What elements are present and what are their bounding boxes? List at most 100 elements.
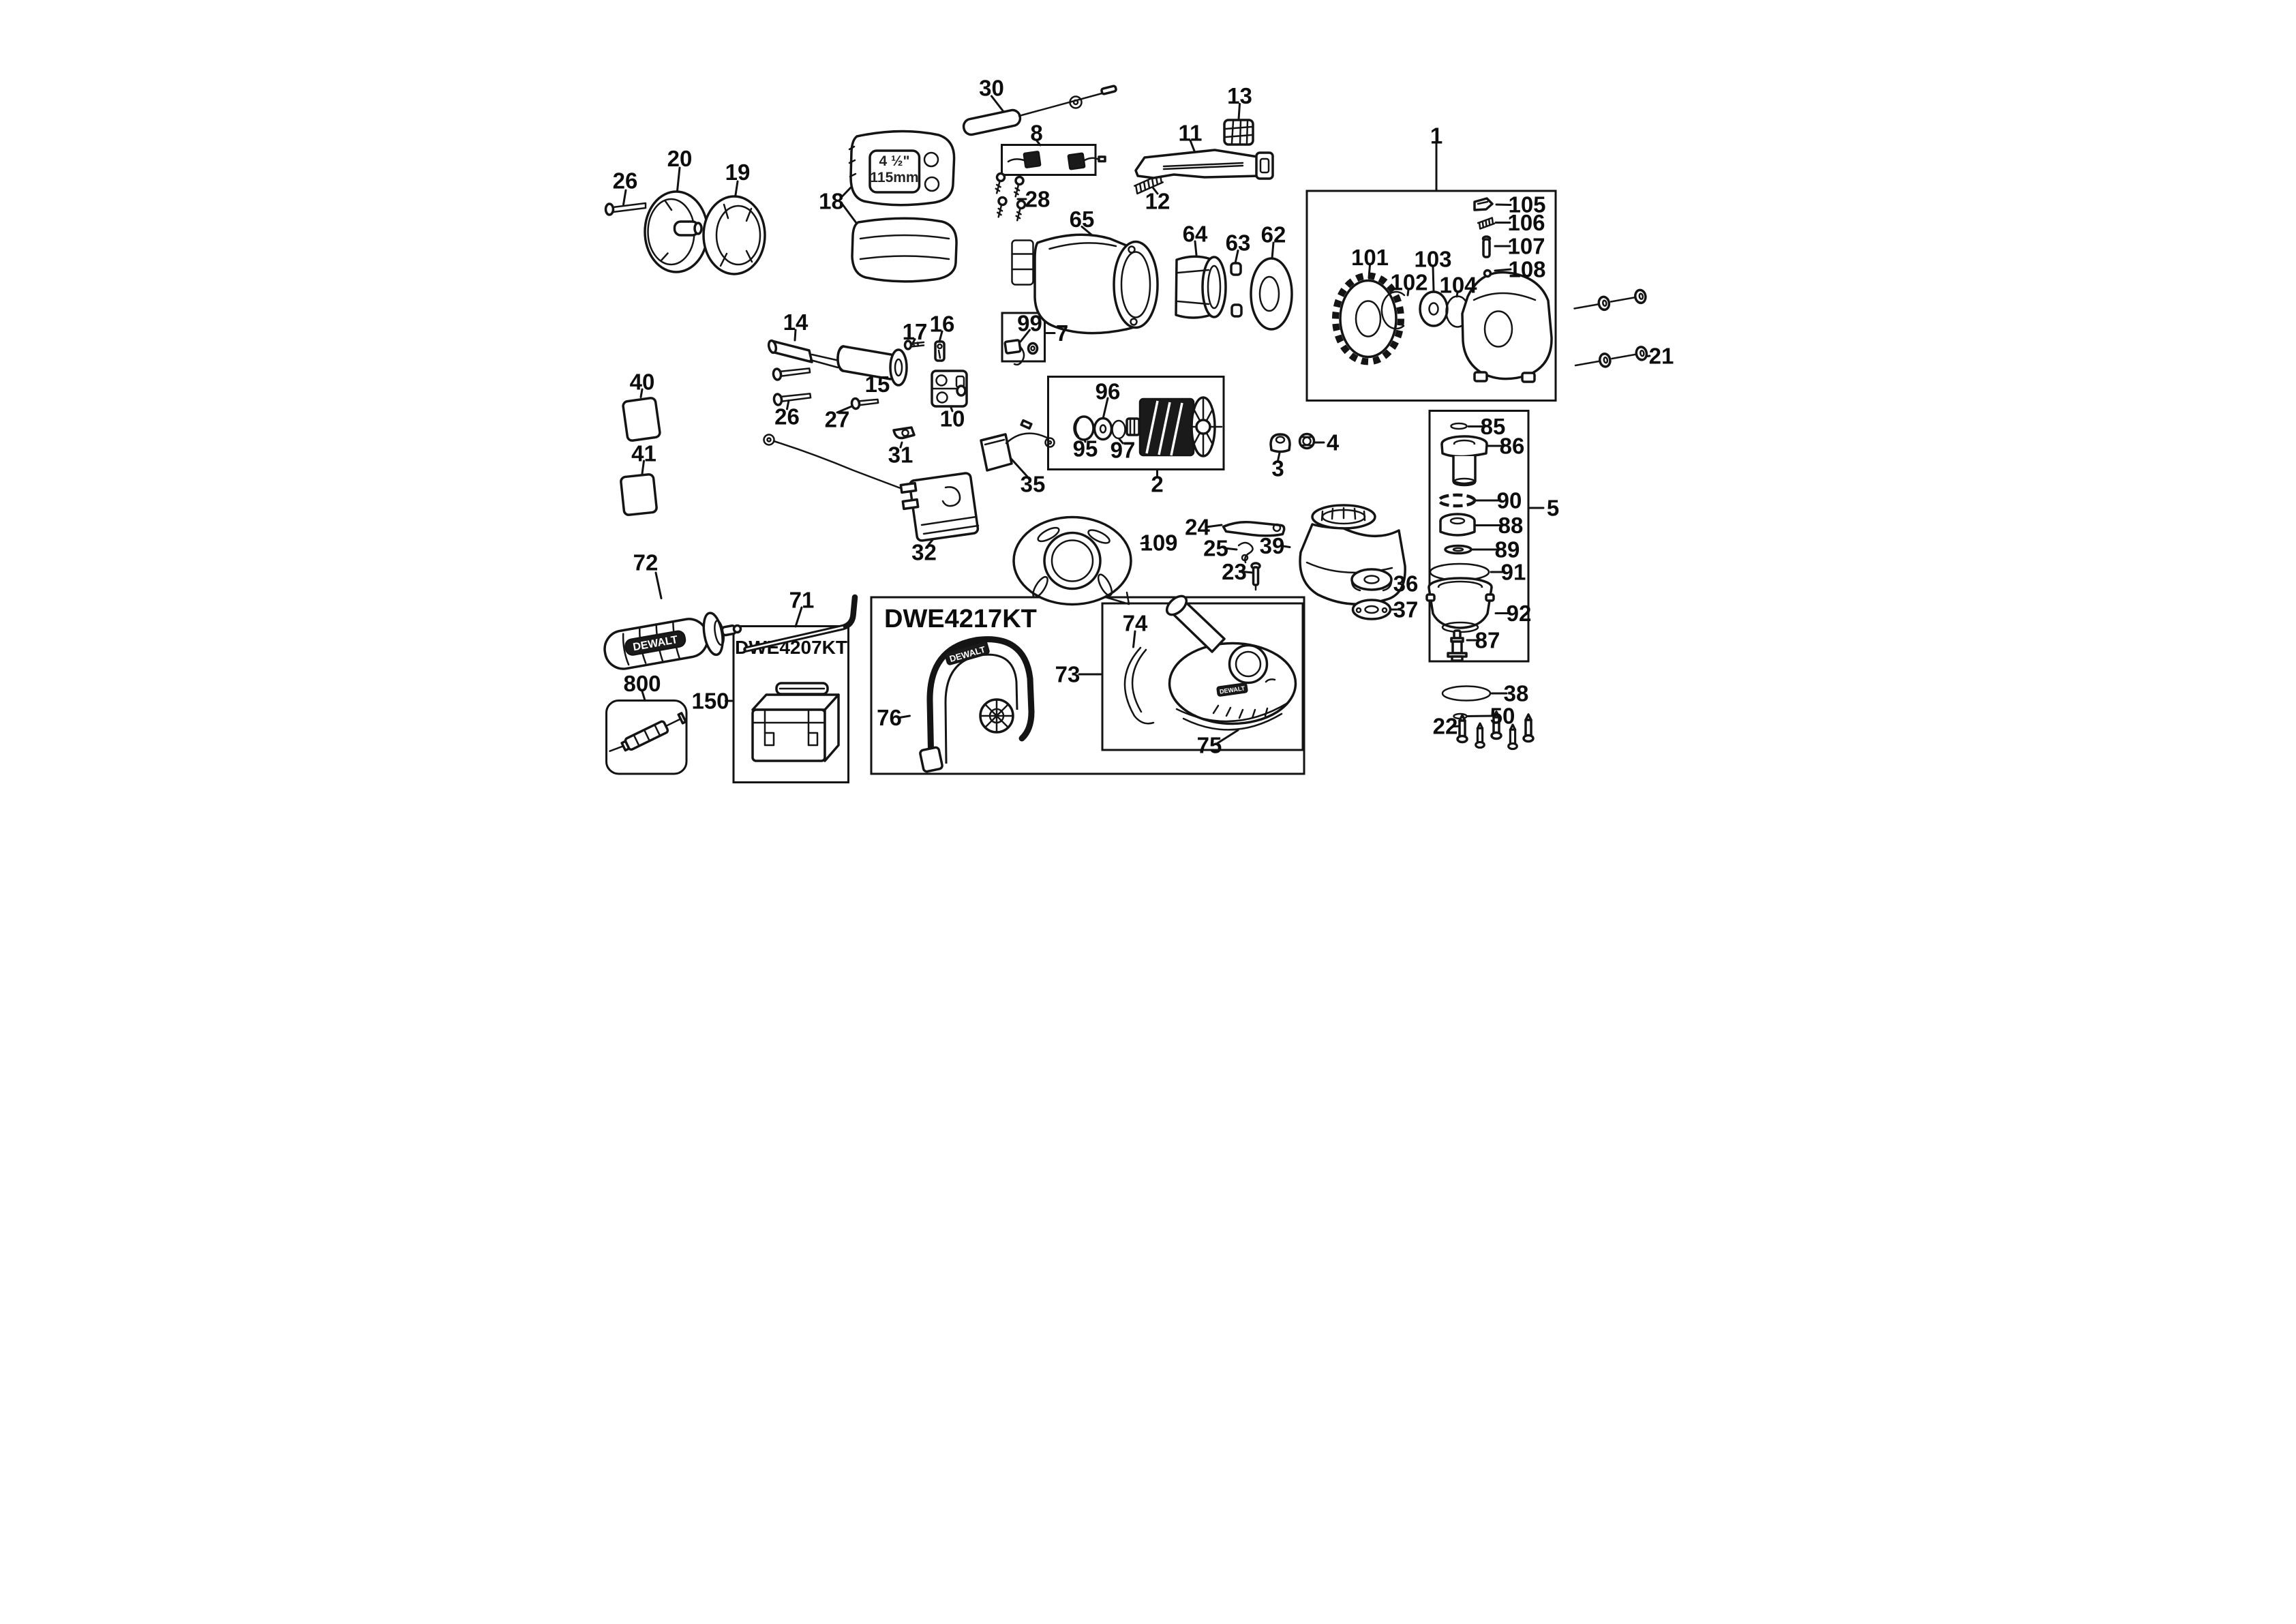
callout-25: 25 [1203,536,1228,561]
part-37-clamp-nut [1351,599,1392,620]
callout-4: 4 [1327,430,1340,455]
housing-size-line2: 115mm [870,170,918,185]
callout-85: 85 [1481,414,1506,439]
callout-28: 28 [1025,187,1051,212]
part-150-kit-case [751,682,840,762]
part-41-label-pad [620,473,658,516]
part-26-screw [604,202,647,216]
callout-65: 65 [1070,207,1095,232]
part-109-guard-plate [1012,515,1132,606]
callout-2: 2 [1151,472,1163,497]
part-17-screw [903,340,925,350]
group-box-1-gearcase-assembly [1305,190,1557,402]
callout-75: 75 [1197,733,1222,758]
callout-99: 99 [1017,311,1042,336]
callout-39: 39 [1260,533,1285,558]
part-39-guard [1299,504,1406,605]
callout-16: 16 [930,312,955,337]
callout-103: 103 [1414,247,1451,272]
callout-105: 105 [1508,192,1545,217]
part-99-brush-holder [1003,339,1039,366]
part-14-cord-guard [767,339,841,369]
callout-20: 20 [667,146,693,171]
callout-22: 22 [1433,714,1458,739]
exploded-parts-diagram: DWE4217KT DWE4207KT 4 ½" 115mm [574,0,1722,812]
callout-90: 90 [1497,488,1522,513]
callout-14: 14 [783,310,809,335]
callout-21: 21 [1649,344,1674,369]
callout-88: 88 [1498,513,1524,538]
callout-108: 108 [1508,257,1545,282]
part-64-field-stator [1175,255,1227,319]
part-102-retaining-ring [1380,290,1406,330]
part-97-ring [1111,419,1126,440]
part-65-field-case [1011,233,1159,335]
group-box-800-grease [605,700,688,775]
part-15-handle-stem [836,345,908,387]
callout-40: 40 [630,370,655,395]
callout-13: 13 [1227,83,1252,108]
part-71-hex-wrench [743,594,858,652]
part-8-brush-set [1007,151,1106,170]
callout-12: 12 [1145,189,1170,214]
callout-63: 63 [1226,230,1251,256]
part-75-dust-shroud: DEWALT [1165,595,1297,731]
callout-102: 102 [1390,270,1428,295]
callout-30: 30 [979,76,1004,101]
callout-3: 3 [1271,456,1284,481]
part-28-screws [995,172,1027,222]
callout-109: 109 [1140,530,1177,556]
part-101-fan [1332,272,1404,365]
callout-800: 800 [623,671,661,696]
part-21-screws [1573,288,1648,368]
callout-91: 91 [1501,560,1526,585]
part-107-pin [1481,235,1492,258]
part-86-spindle-collar [1440,435,1488,487]
callout-8: 8 [1030,121,1042,146]
callout-37: 37 [1393,597,1419,622]
callout-76: 76 [877,705,902,730]
callout-23: 23 [1222,559,1247,584]
part-gear-case [1461,271,1553,383]
callout-71: 71 [789,588,815,613]
group-box-2-armature-assembly [1047,376,1225,470]
housing-size-line1: 4 ½" [879,153,910,169]
callout-10: 10 [940,406,965,432]
callout-27: 27 [825,407,850,432]
callout-26b: 26 [774,404,800,430]
part-106-spring [1477,217,1496,230]
callout-24: 24 [1185,515,1210,540]
callout-101: 101 [1351,245,1389,270]
callout-17: 17 [903,319,928,344]
part-12-spring [1134,173,1164,195]
part-105-lock-button [1473,197,1494,211]
callout-1: 1 [1430,123,1442,149]
group-box-dwe4207kt [732,625,849,783]
part-35-brush-lead [980,419,1055,472]
part-800-grease-syringe [609,712,687,752]
callout-11: 11 [1179,121,1203,146]
callout-7: 7 [1056,320,1068,346]
part-63-pins [1230,262,1243,318]
part-103-washer [1419,290,1449,327]
callout-19: 19 [725,160,751,185]
callout-26a: 26 [613,168,638,194]
part-92-bearing-housing [1425,577,1495,633]
part-19-outer-flange [702,195,766,275]
group-box-8-brush-set [1001,144,1097,176]
callout-5: 5 [1547,496,1559,521]
kit-title-dwe4217kt: DWE4217KT [884,605,1037,633]
part-11-trigger-lever [1134,149,1274,180]
part-31-clip [892,426,916,440]
part-62-baffle-disc [1250,257,1293,331]
part-30-spindle-lock-rod [962,85,1117,136]
callout-86: 86 [1500,434,1525,459]
part-26-screws-pair [772,367,812,406]
part-88-bearing [1439,513,1476,537]
callout-64: 64 [1183,222,1208,247]
part-74-hose-ring [1123,646,1155,725]
part-32-switch [763,434,980,542]
callout-96: 96 [1096,379,1121,404]
part-36-backing-flange [1350,568,1393,592]
part-20-inner-flange [644,190,709,273]
